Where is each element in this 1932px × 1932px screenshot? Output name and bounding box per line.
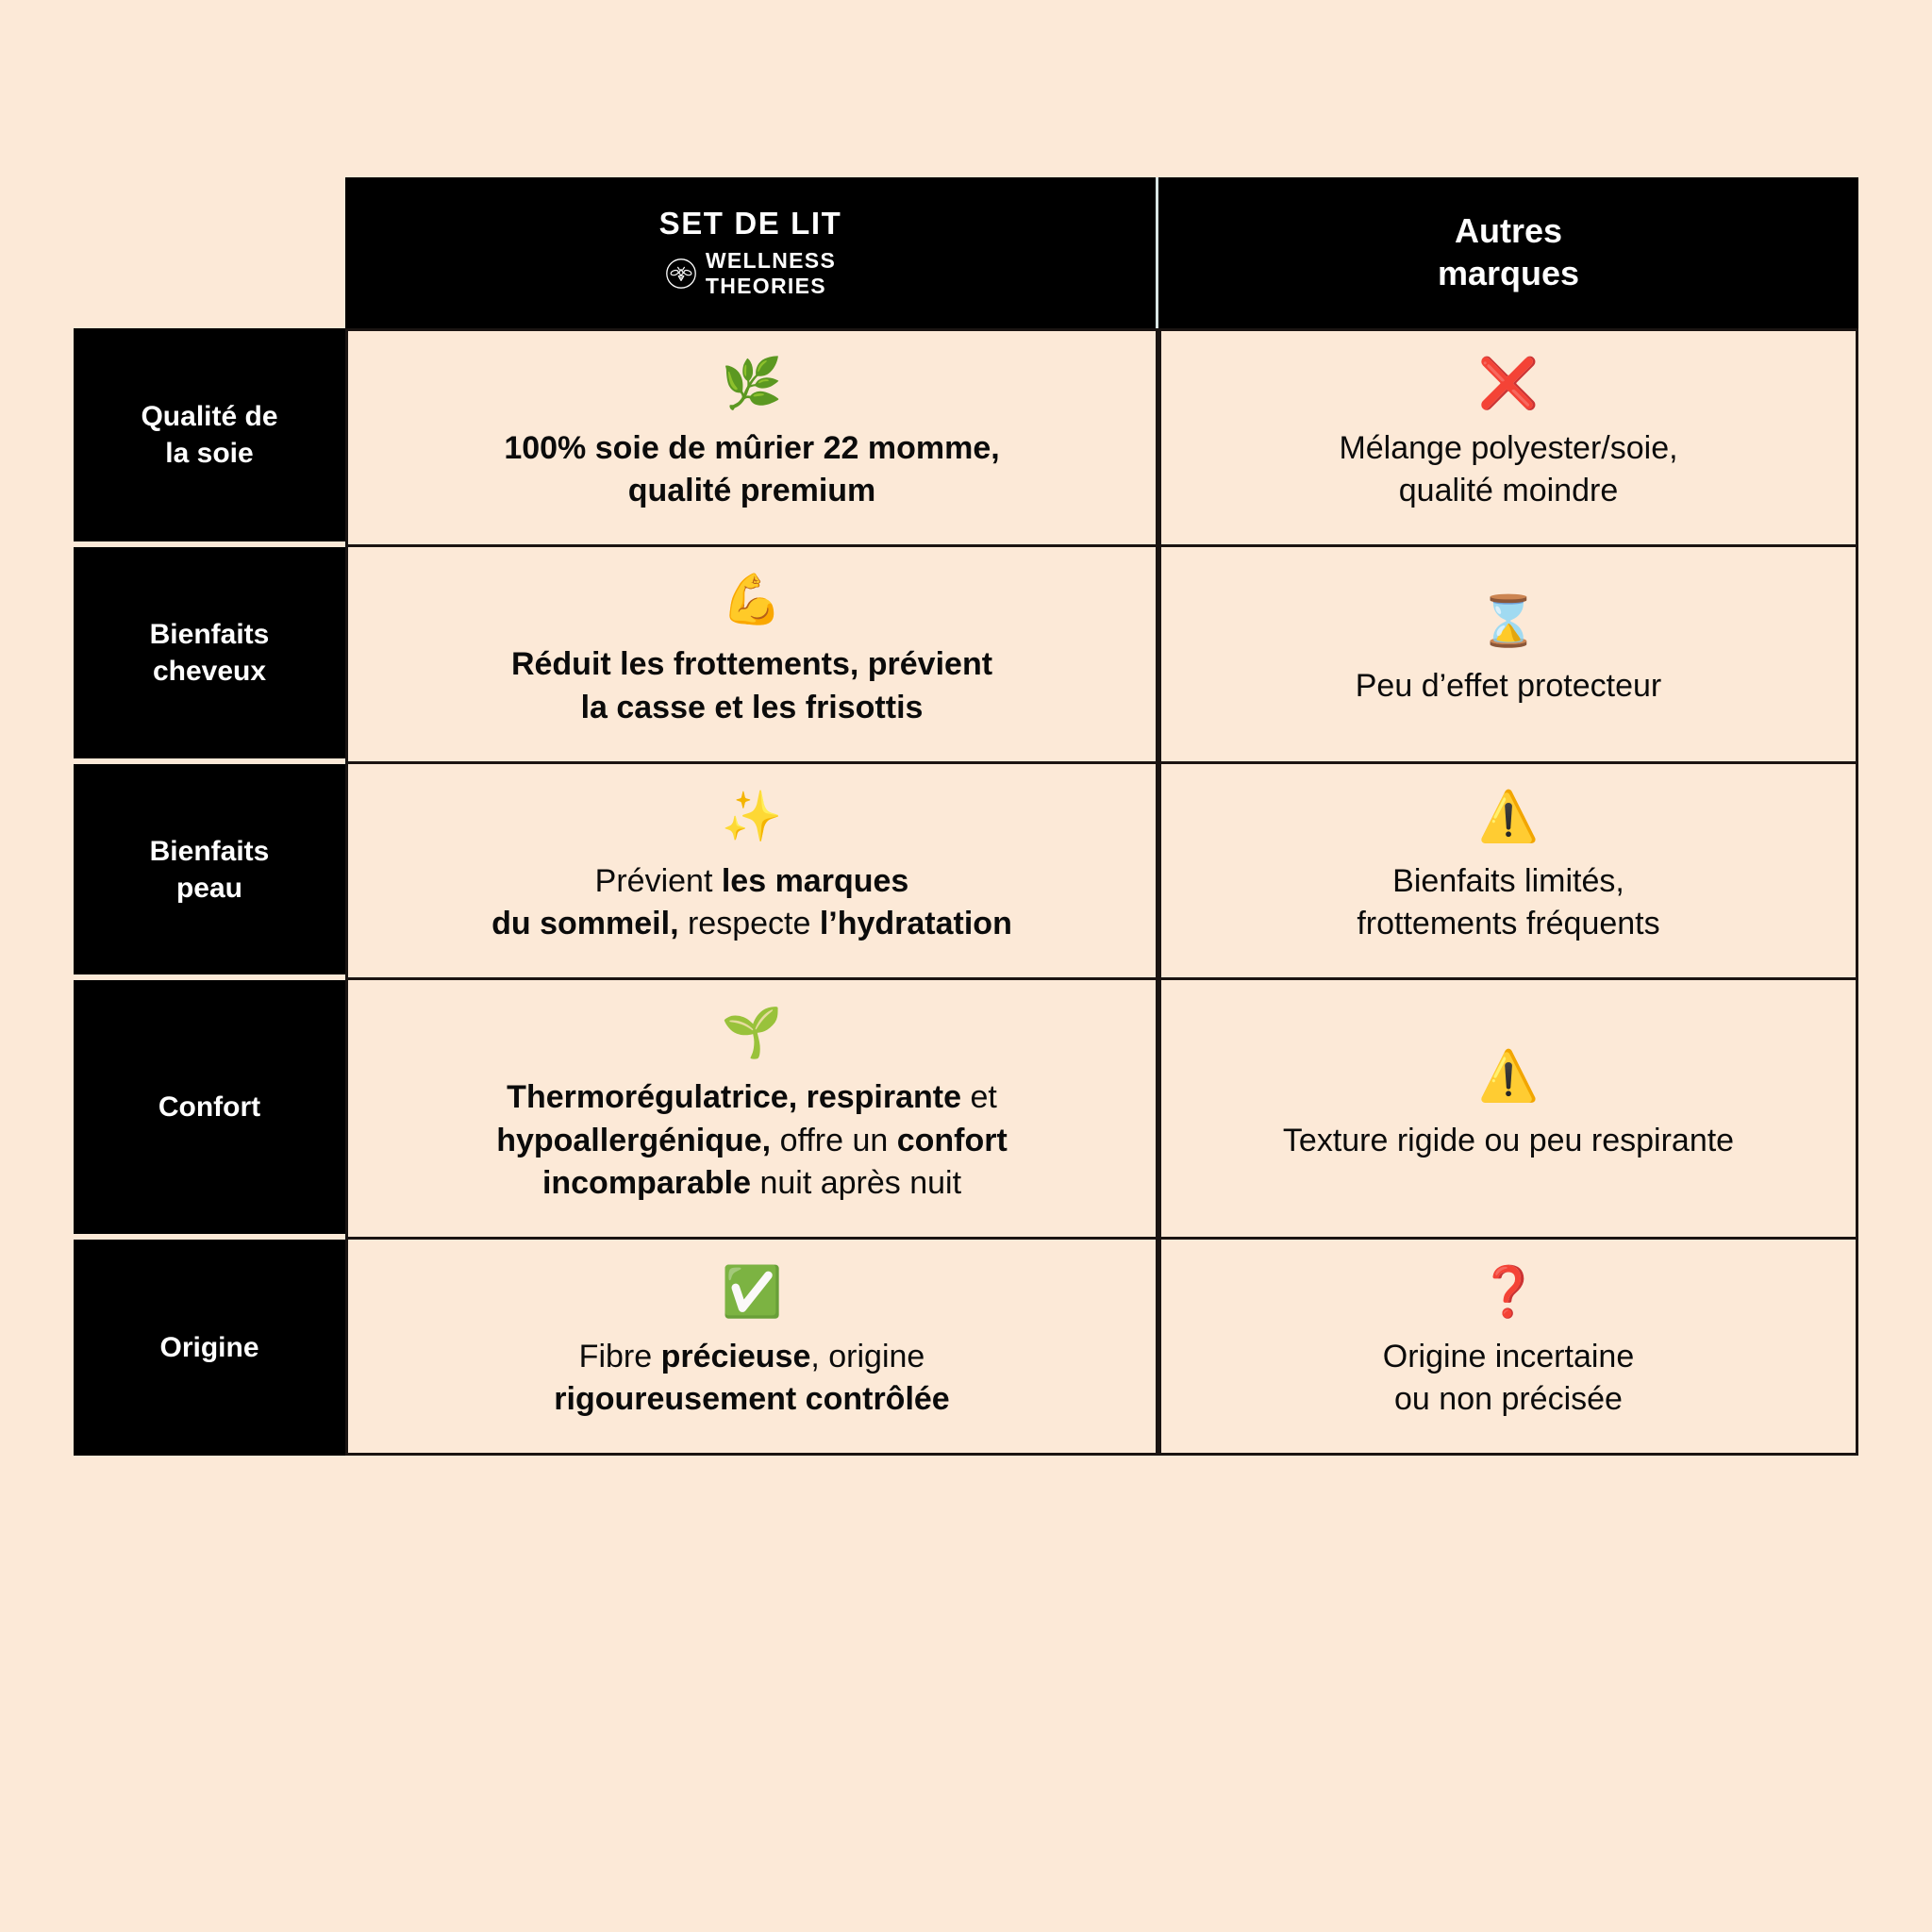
row-label-bienfaits-cheveux: Bienfaits cheveux [74, 547, 345, 764]
bee-logo-icon [666, 258, 696, 289]
cell-ours-bienfaits-cheveux: 💪 Réduit les frottements, prévient la ca… [345, 547, 1158, 764]
red-cross-mark-emoji: ❌ [1477, 357, 1540, 411]
cell-text-line-1: Mélange polyester/soie, [1339, 430, 1678, 466]
cell-others-bienfaits-peau: ⚠️ Bienfaits limités, frottements fréque… [1158, 763, 1858, 981]
cell-ours-text: Fibre précieuse, origine rigoureusement … [380, 1336, 1124, 1421]
text-run-bold: Thermorégulatrice, respirante [507, 1079, 961, 1116]
text-run-bold: précieuse [660, 1338, 811, 1374]
row-label-origine: Origine [74, 1239, 345, 1457]
cell-ours-text: Réduit les frottements, prévient la cass… [380, 643, 1124, 728]
cell-text-line-1: Origine incertaine [1382, 1338, 1635, 1374]
brand-line-2: THEORIES [705, 273, 826, 298]
cell-others-qualite-soie: ❌ Mélange polyester/soie, qualité moindr… [1158, 328, 1858, 548]
brand-block: SET DE LIT WELLNESS [360, 208, 1141, 298]
cell-ours-text: Prévient les marques du sommeil, respect… [380, 860, 1124, 945]
cell-others-text: Texture rigide ou peu respirante [1193, 1120, 1824, 1162]
white-check-mark-emoji: ✅ [721, 1264, 783, 1320]
cell-text-line-1: 100% soie de mûrier 22 momme, [504, 430, 1000, 466]
text-run-regular: et [961, 1079, 997, 1116]
text-run-bold: les marques [721, 862, 909, 899]
text-run-bold: confort [896, 1122, 1008, 1158]
cell-text-line-2: rigoureusement contrôlée [380, 1378, 1124, 1421]
header-others: Autres marques [1158, 177, 1858, 328]
flexed-biceps-emoji: 💪 [721, 573, 783, 628]
cell-others-confort: ⚠️ Texture rigide ou peu respirante [1158, 980, 1858, 1240]
brand-line-1: WELLNESS [705, 247, 837, 273]
row-label-line-1: Bienfaits [149, 835, 270, 867]
cell-text-line-1: Fibre précieuse, origine [380, 1336, 1124, 1378]
cell-others-text: Origine incertaine ou non précisée [1193, 1336, 1824, 1421]
cell-text-line-2: la casse et les frisottis [580, 689, 924, 725]
table-row: Origine ✅ Fibre précieuse, origine rigou… [74, 1239, 1858, 1457]
cell-others-text: Bienfaits limités, frottements fréquents [1193, 860, 1824, 945]
cell-text-line-2: frottements fréquents [1357, 906, 1660, 942]
row-label-confort: Confort [74, 980, 345, 1240]
red-question-mark-emoji: ❓ [1477, 1264, 1540, 1320]
row-label-qualite-soie: Qualité de la soie [74, 328, 345, 548]
row-label-bienfaits-peau: Bienfaits peau [74, 763, 345, 981]
brand-wordmark: WELLNESS THEORIES [706, 248, 836, 298]
header-others-line-2: marques [1437, 254, 1580, 292]
text-run-regular: nuit après nuit [751, 1164, 962, 1201]
sparkles-emoji: ✨ [721, 789, 783, 844]
cell-ours-text: Thermorégulatrice, respirante et hypoall… [380, 1076, 1124, 1205]
cell-text-line-2: qualité moindre [1398, 473, 1619, 509]
table-row: Qualité de la soie 🌿 100% soie de mûrier… [74, 328, 1858, 548]
cell-ours-text: 100% soie de mûrier 22 momme, qualité pr… [380, 427, 1124, 512]
text-run-bold: rigoureusement contrôlée [554, 1381, 950, 1418]
cell-text-line-3: incomparable nuit après nuit [380, 1162, 1124, 1205]
header-others-line-1: Autres [1454, 211, 1563, 251]
text-run-regular: respecte [678, 906, 820, 942]
table-header-row: SET DE LIT WELLNESS [74, 177, 1858, 328]
cell-text-line-2: hypoallergénique, offre un confort [380, 1120, 1124, 1162]
cell-others-text: Peu d’effet protecteur [1193, 665, 1824, 708]
warning-triangle-emoji: ⚠️ [1477, 789, 1540, 844]
brand-lockup: WELLNESS THEORIES [665, 248, 836, 298]
table-row: Confort 🌱 Thermorégulatrice, respirante … [74, 980, 1858, 1240]
header-corner-spacer [74, 177, 345, 328]
row-label-line-1: Bienfaits [149, 619, 270, 651]
row-label-line-2: cheveux [152, 656, 267, 688]
row-label-line-1: Qualité de [141, 401, 278, 433]
text-run-regular: Fibre [578, 1338, 661, 1374]
cell-text-line-1: Peu d’effet protecteur [1355, 668, 1662, 705]
warning-triangle-emoji: ⚠️ [1477, 1048, 1540, 1104]
text-run-regular: offre un [771, 1122, 897, 1158]
table-row: Bienfaits cheveux 💪 Réduit les frottemen… [74, 547, 1858, 764]
row-label-line-1: Origine [159, 1332, 259, 1364]
cell-text-line-1: Texture rigide ou peu respirante [1282, 1122, 1735, 1158]
text-run-regular: , origine [810, 1338, 925, 1374]
cell-others-text: Mélange polyester/soie, qualité moindre [1193, 427, 1824, 512]
row-label-line-2: peau [175, 872, 243, 904]
cell-ours-confort: 🌱 Thermorégulatrice, respirante et hypoa… [345, 980, 1158, 1240]
header-others-title: Autres marques [1174, 210, 1843, 294]
row-label-line-2: la soie [165, 438, 254, 470]
cell-ours-origine: ✅ Fibre précieuse, origine rigoureusemen… [345, 1239, 1158, 1457]
cell-text-line-2: qualité premium [627, 473, 876, 509]
herb-leaf-emoji: 🌿 [721, 357, 783, 411]
text-run-bold: hypoallergénique, [496, 1122, 772, 1158]
hourglass-done-emoji: ⌛ [1477, 594, 1540, 650]
seedling-emoji: 🌱 [721, 1006, 783, 1061]
cell-text-line-2: ou non précisée [1394, 1381, 1623, 1418]
header-ours-title: SET DE LIT [658, 205, 842, 241]
cell-text-line-1: Prévient les marques [380, 860, 1124, 903]
comparison-table: SET DE LIT WELLNESS [74, 177, 1858, 1457]
cell-text-line-1: Thermorégulatrice, respirante et [380, 1076, 1124, 1119]
cell-ours-bienfaits-peau: ✨ Prévient les marques du sommeil, respe… [345, 763, 1158, 981]
table-row: Bienfaits peau ✨ Prévient les marques du… [74, 763, 1858, 981]
row-label-line-1: Confort [158, 1091, 261, 1124]
text-run-bold: l’hydratation [819, 906, 1012, 942]
header-ours: SET DE LIT WELLNESS [345, 177, 1158, 328]
cell-text-line-1: Réduit les frottements, prévient [510, 646, 993, 683]
text-run-bold: du sommeil, [491, 906, 679, 942]
cell-others-origine: ❓ Origine incertaine ou non précisée [1158, 1239, 1858, 1457]
cell-ours-qualite-soie: 🌿 100% soie de mûrier 22 momme, qualité … [345, 328, 1158, 548]
text-run-regular: Prévient [594, 862, 722, 899]
text-run-bold: incomparable [541, 1164, 752, 1201]
cell-others-bienfaits-cheveux: ⌛ Peu d’effet protecteur [1158, 547, 1858, 764]
cell-text-line-1: Bienfaits limités, [1392, 862, 1624, 899]
cell-text-line-2: du sommeil, respecte l’hydratation [380, 903, 1124, 945]
